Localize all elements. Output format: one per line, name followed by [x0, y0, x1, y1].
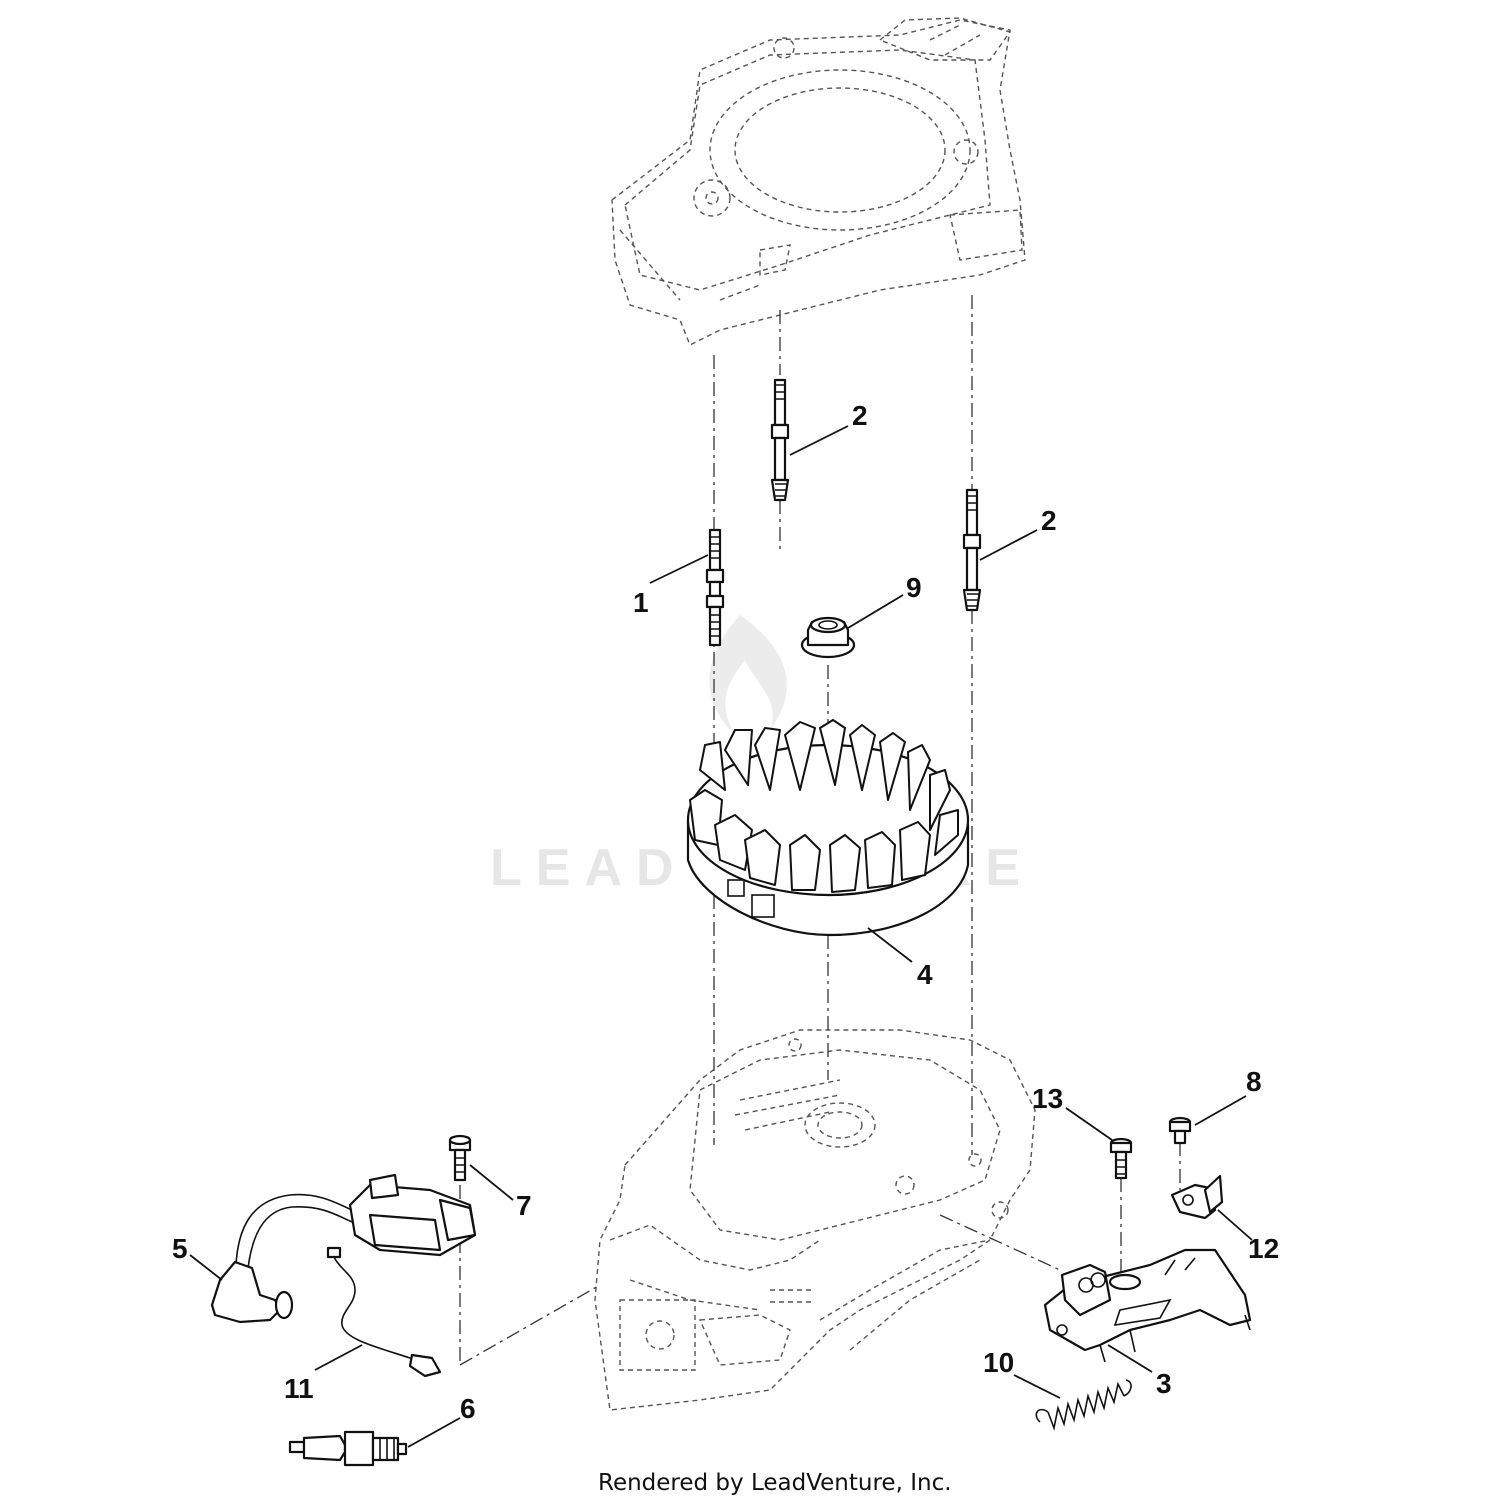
- flange-nut-part-9: [800, 616, 856, 659]
- bolt-part-13: [1109, 1137, 1133, 1180]
- callout-1: 1: [633, 587, 649, 618]
- callout-13: 13: [1032, 1083, 1063, 1114]
- stud-part-2-upper: [770, 378, 790, 502]
- callout-labels: 1 2 2 3 4 5 6 7 8 9 10 11 12 13: [172, 400, 1279, 1424]
- callout-5: 5: [172, 1233, 188, 1264]
- governor-bracket-part-3: [1043, 1248, 1252, 1363]
- callout-8: 8: [1246, 1066, 1262, 1097]
- callout-7: 7: [516, 1190, 532, 1221]
- callout-4: 4: [917, 959, 933, 990]
- callout-11: 11: [284, 1373, 314, 1404]
- bracket-part-12: [1170, 1174, 1224, 1220]
- ignition-coil-part-5: [210, 1173, 477, 1324]
- crankcase-ghost: [594, 1029, 1036, 1411]
- spring-part-10: [1035, 1379, 1132, 1431]
- callout-2-upper: 2: [852, 400, 868, 431]
- callout-12: 12: [1248, 1233, 1279, 1264]
- callout-10: 10: [983, 1347, 1014, 1378]
- callout-6: 6: [460, 1393, 476, 1424]
- flywheel-part-4: [686, 719, 970, 937]
- callout-2-right: 2: [1041, 505, 1057, 536]
- spark-plug-part-6: [288, 1430, 408, 1467]
- engine-cover-ghost: [611, 17, 1026, 346]
- callout-3: 3: [1156, 1368, 1172, 1399]
- render-credit: Rendered by LeadVenture, Inc.: [598, 1470, 952, 1496]
- stud-part-2-right: [962, 488, 982, 612]
- ground-wire-part-11: [326, 1246, 442, 1378]
- callout-9: 9: [906, 572, 922, 603]
- leader-lines: [189, 425, 1253, 1448]
- bolt-part-7: [448, 1134, 472, 1182]
- bolt-part-8: [1168, 1116, 1192, 1145]
- stud-part-1: [705, 528, 725, 647]
